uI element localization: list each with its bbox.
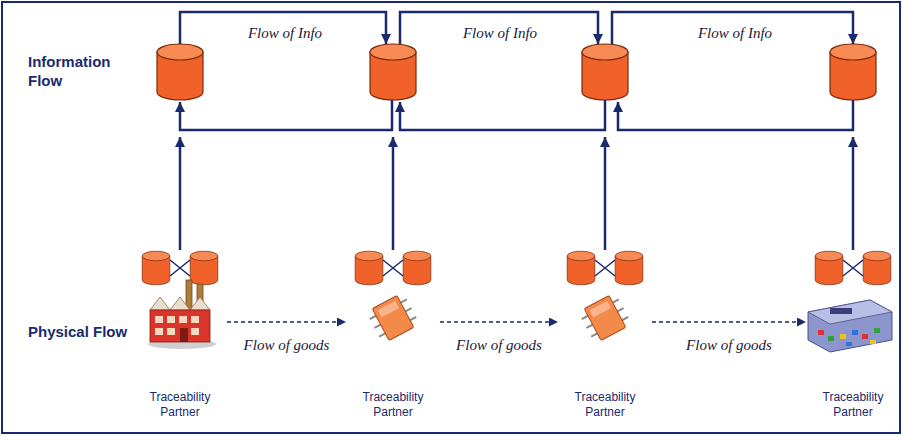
circuit-board-icon [808,300,892,352]
goods-flow-arrow [227,321,346,323]
chip-icon [366,292,420,344]
edge-label: Flow of goods [454,336,544,354]
partner-label: Traceability Partner [135,390,225,420]
factory-icon [148,280,216,349]
partner-label: Traceability Partner [808,390,898,420]
section-label: Physical Flow [28,322,128,341]
edge-label: Flow of goods [242,336,332,354]
goods-flow-arrow [652,321,806,323]
flow-label: Flow of Info [440,24,560,42]
partner-label: Traceability Partner [348,390,438,420]
flow-label: Flow of Info [225,24,345,42]
edge-label: Flow of goods [684,336,774,354]
info-arrows [180,12,853,250]
traceability-partner: Traceability Partner [135,282,225,420]
goods-flow-arrow [440,321,558,323]
database-cylinders [157,44,876,100]
traceability-partner: Traceability Partner [560,282,650,420]
traceability-partner: Traceability Partner [808,282,898,420]
traceability-partner: Traceability Partner [348,282,438,420]
chip-icon [578,292,632,344]
flow-label: Flow of Info [675,24,795,42]
local-database-pairs [142,251,891,285]
partner-label: Traceability Partner [560,390,650,420]
section-label: Information Flow [28,52,128,90]
